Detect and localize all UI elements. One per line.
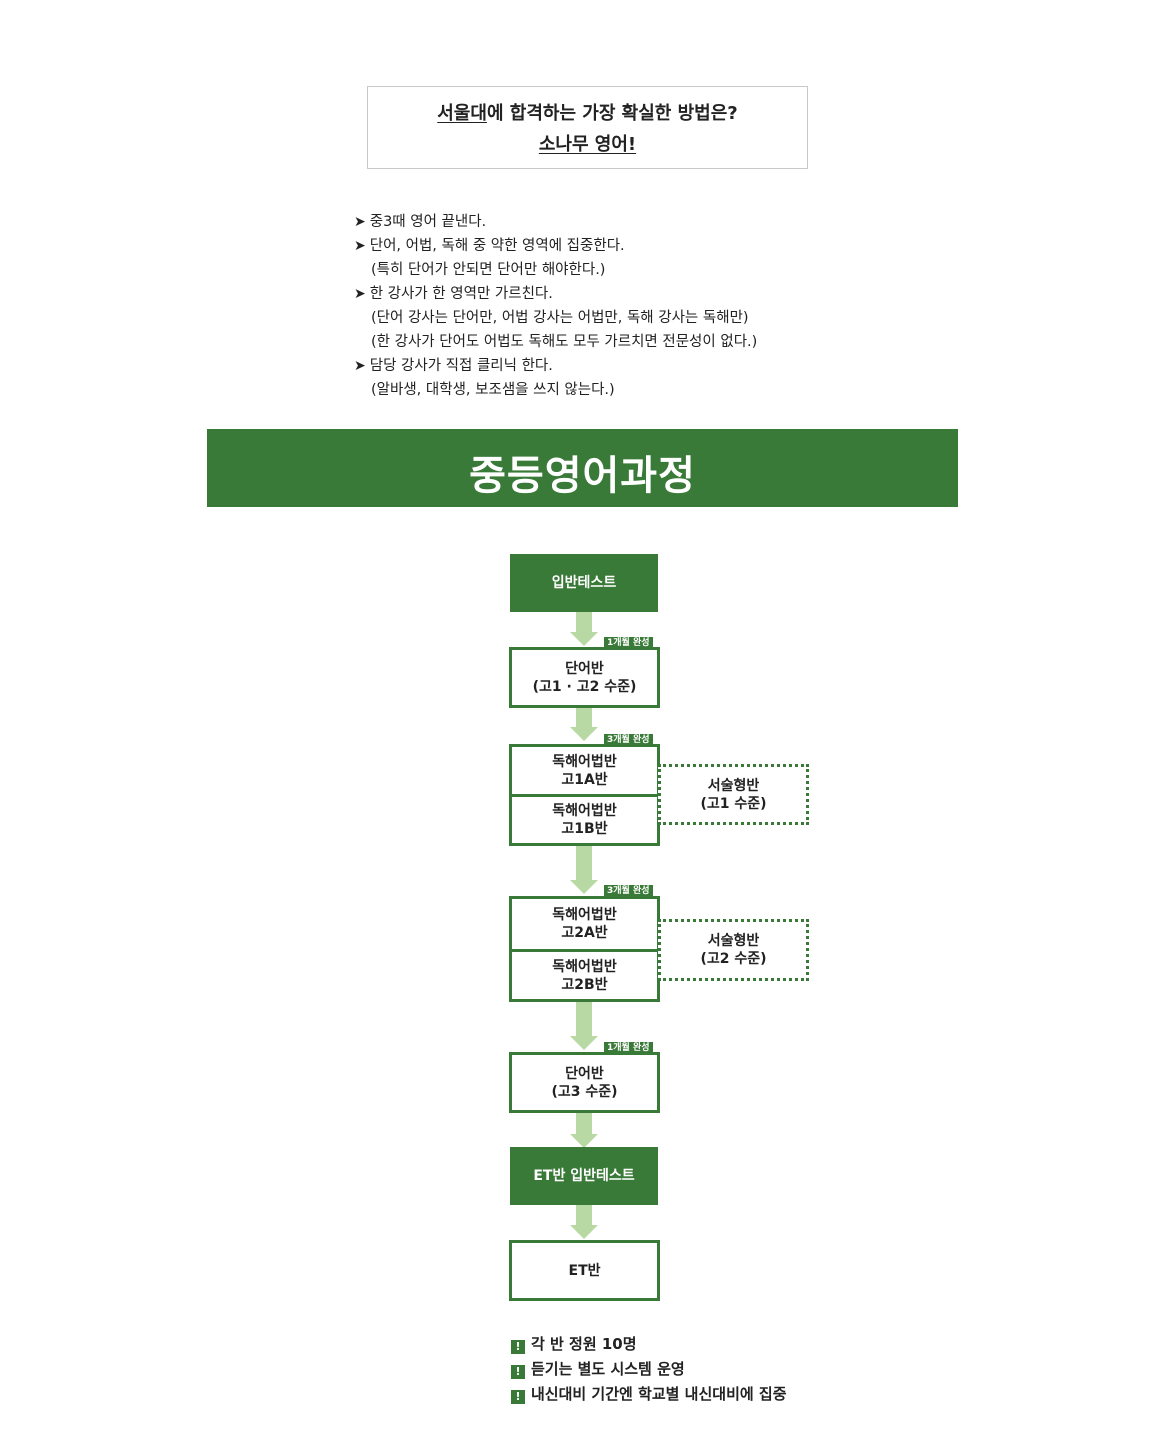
node-line-2: 고1A반 [561,772,608,788]
flow-node-entry-test: 입반테스트 [510,554,658,612]
flow-node-et-class: ET반 [509,1240,660,1301]
node-label: 서술형반 (고2 수준) [661,932,806,968]
bullet-text: 한 강사가 한 영역만 가르친다. [369,286,553,302]
flow-arrow-head [570,1225,598,1239]
node-label: ET반 [568,1262,601,1279]
course-banner: 중등영어과정 [207,429,958,507]
node-half-b: 독해어법반 고1B반 [512,802,657,838]
flow-arrow-shaft [576,1113,592,1134]
intro-line-2: 소나무 영어! [368,130,807,156]
flow-node-g2-reading-grammar: 독해어법반 고2A반 독해어법반 고2B반 [509,896,660,1002]
node-line-1: 독해어법반 [552,803,617,819]
bullet-item: ➤한 강사가 한 영역만 가르친다. [354,282,824,306]
note-item: ! 듣기는 별도 시스템 운영 [511,1357,787,1382]
duration-badge: 3개월 완성 [604,734,653,746]
note-item: ! 각 반 정원 10명 [511,1332,787,1357]
node-label: 서술형반 (고1 수준) [661,777,806,813]
arrow-bullet-icon: ➤ [354,286,366,302]
note-text: 내신대비 기간엔 학교별 내신대비에 집중 [531,1385,787,1403]
note-item: ! 내신대비 기간엔 학교별 내신대비에 집중 [511,1382,787,1407]
flow-arrow-head [570,632,598,646]
node-line-1: 단어반 [565,660,604,677]
node-line-1: 독해어법반 [552,959,617,975]
bullet-subtext: (단어 강사는 단어만, 어법 강사는 어법만, 독해 강사는 독해만) [371,310,749,326]
node-line-2: 고1B반 [561,821,608,837]
node-line-2: (고3 수준) [551,1083,618,1100]
flow-node-g1-essay: 서술형반 (고1 수준) [658,764,809,825]
intro-slogan: 소나무 영어! [538,134,637,155]
duration-badge: 3개월 완성 [604,885,653,897]
intro-box: 서울대에 합격하는 가장 확실한 방법은? 소나무 영어! [367,86,808,169]
node-divider [512,794,657,797]
node-line-2: (고1 · 고2 수준) [532,678,637,695]
bullet-subtext: (알바생, 대학생, 보조샘을 쓰지 않는다.) [371,382,615,398]
bullet-subtext: (한 강사가 단어도 어법도 독해도 모두 가르치면 전문성이 없다.) [371,334,758,350]
flow-arrow-shaft [576,708,592,727]
node-line-1: 서술형반 [707,933,760,949]
arrow-bullet-icon: ➤ [354,358,366,374]
bullet-text: 중3때 영어 끝낸다. [369,214,487,230]
node-half-b: 독해어법반 고2B반 [512,958,657,994]
node-label: 단어반 (고3 수준) [512,1065,657,1101]
node-line-1: 독해어법반 [552,754,617,770]
intro-line-1: 서울대에 합격하는 가장 확실한 방법은? [368,99,807,125]
flow-arrow-shaft [576,1002,592,1036]
intro-line-1-rest: 에 합격하는 가장 확실한 방법은? [486,103,738,124]
banner-title: 중등영어과정 [469,453,696,499]
flow-node-g1-reading-grammar: 독해어법반 고1A반 독해어법반 고1B반 [509,744,660,846]
flow-arrow-head [570,1036,598,1050]
exclamation-icon: ! [511,1390,525,1404]
node-line-1: 단어반 [565,1065,604,1082]
node-line-2: 고2B반 [561,977,608,993]
arrow-bullet-icon: ➤ [354,238,366,254]
node-divider [512,949,657,952]
flow-node-word-class-3: 단어반 (고3 수준) [509,1052,660,1113]
bullet-item: ➤담당 강사가 직접 클리닉 한다. [354,354,824,378]
notes-list: ! 각 반 정원 10명 ! 듣기는 별도 시스템 운영 ! 내신대비 기간엔 학교별… [511,1332,787,1407]
node-line-1: 서술형반 [707,777,760,794]
node-line-2: (고1 수준) [700,795,767,812]
node-half-a: 독해어법반 고1A반 [512,753,657,789]
node-label: 단어반 (고1 · 고2 수준) [512,660,657,696]
bullet-item: ➤단어, 어법, 독해 중 약한 영역에 집중한다. [354,234,824,258]
flow-node-word-class-1: 단어반 (고1 · 고2 수준) [509,647,660,708]
arrow-bullet-icon: ➤ [354,214,366,230]
exclamation-icon: ! [511,1365,525,1379]
flow-arrow-head [570,727,598,741]
node-label: ET반 입반테스트 [533,1168,635,1184]
intro-underlined-text: 서울대 [437,103,487,124]
flow-arrow-shaft [576,1205,592,1225]
duration-badge: 1개월 완성 [604,1042,653,1054]
node-line-2: 고2A반 [561,925,608,941]
flow-node-et-test: ET반 입반테스트 [510,1147,658,1205]
node-label: 입반테스트 [551,575,617,591]
bullet-text: 담당 강사가 직접 클리닉 한다. [369,358,553,374]
flow-arrow-head [570,1134,598,1148]
flow-arrow-shaft [576,612,592,632]
note-text: 각 반 정원 10명 [531,1335,637,1353]
flow-node-g2-essay: 서술형반 (고2 수준) [658,919,809,981]
node-half-a: 독해어법반 고2A반 [512,906,657,942]
bullet-list: ➤중3때 영어 끝낸다. ➤단어, 어법, 독해 중 약한 영역에 집중한다. … [354,210,824,402]
node-line-1: 독해어법반 [552,907,617,923]
exclamation-icon: ! [511,1340,525,1354]
bullet-text: 단어, 어법, 독해 중 약한 영역에 집중한다. [369,238,625,254]
bullet-item: ➤중3때 영어 끝낸다. [354,210,824,234]
flow-arrow-shaft [576,846,592,880]
flow-arrow-head [570,880,598,894]
bullet-subtext: (특히 단어가 안되면 단어만 해야한다.) [371,262,606,278]
duration-badge: 1개월 완성 [604,637,653,649]
note-text: 듣기는 별도 시스템 운영 [531,1360,685,1378]
node-line-2: (고2 수준) [700,951,767,967]
